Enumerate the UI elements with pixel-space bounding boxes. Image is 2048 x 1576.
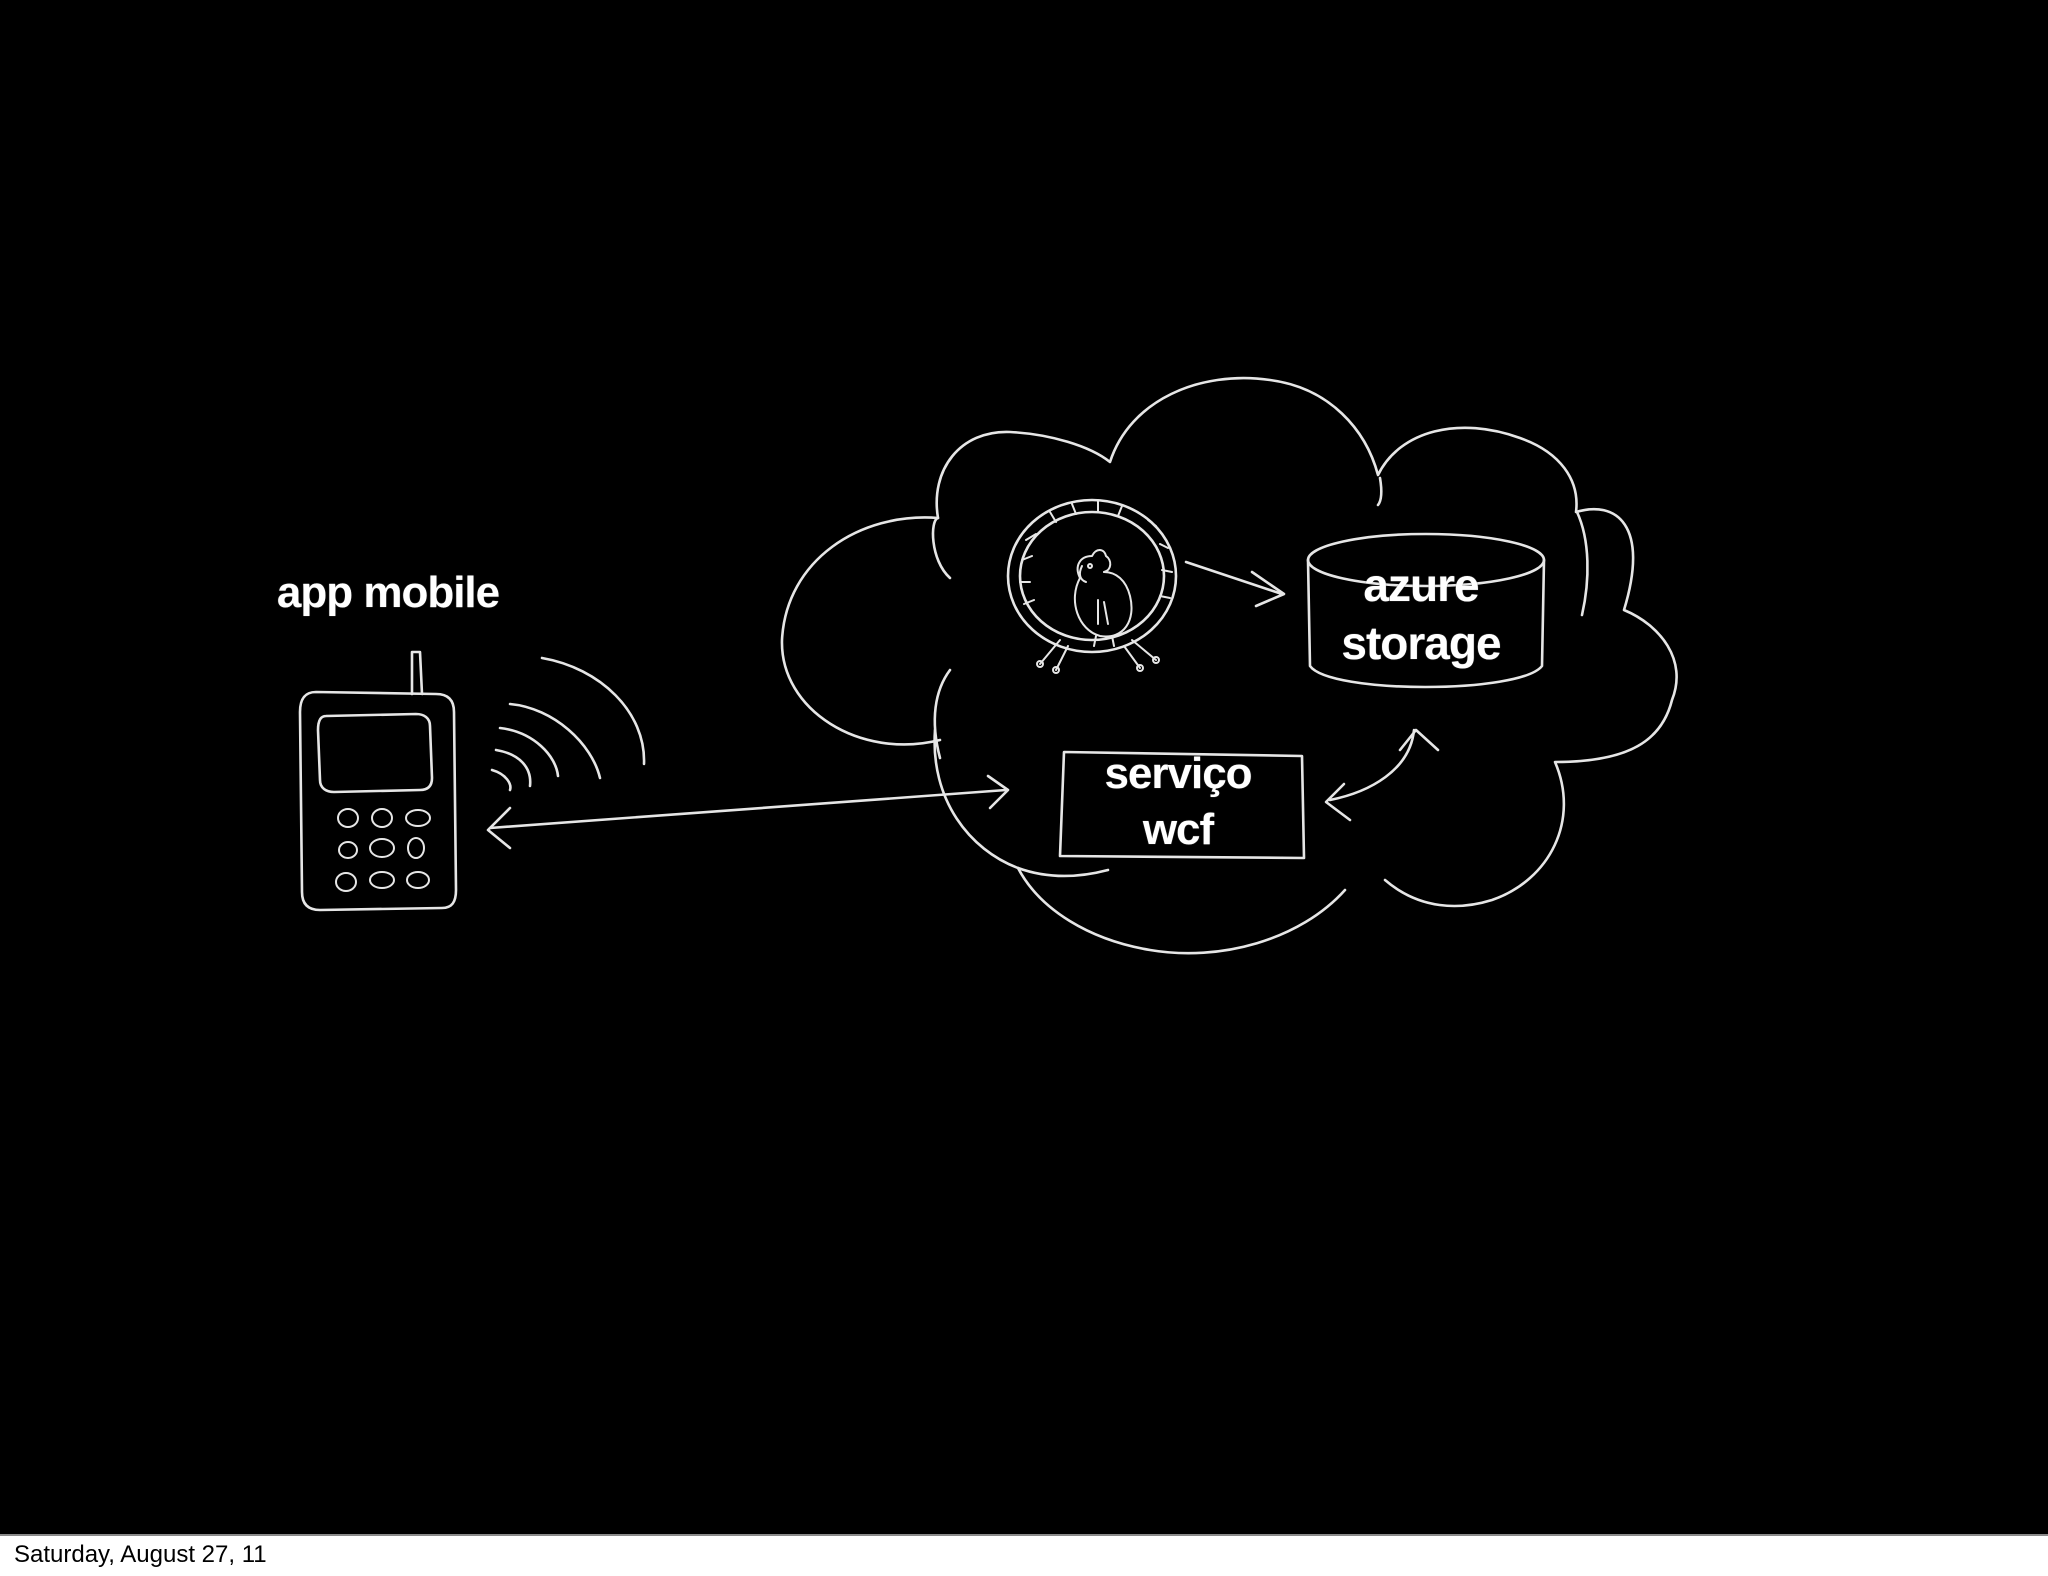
wcf-service-label: serviço wcf <box>1062 746 1294 858</box>
wcf-label-line1: serviço <box>1104 749 1252 798</box>
azure-label-line1: azure <box>1363 559 1479 611</box>
slide: app mobile azure storage serviço wcf <box>0 0 2048 1536</box>
footer-date: Saturday, August 27, 11 <box>14 1541 267 1568</box>
arrow-worker-to-storage <box>1184 560 1286 608</box>
architecture-diagram <box>298 376 1678 955</box>
azure-storage-label: azure storage <box>1306 556 1536 672</box>
azure-label-line2: storage <box>1341 617 1501 669</box>
database-cylinder-icon <box>1306 532 1546 689</box>
mobile-phone-icon <box>298 650 458 912</box>
wcf-label-line2: wcf <box>1142 805 1214 854</box>
arrow-phone-service <box>486 774 1010 850</box>
wireless-signal-icon <box>490 656 646 792</box>
app-mobile-label: app mobile <box>276 568 500 617</box>
arrow-storage-service <box>1324 728 1440 822</box>
hamster-wheel-icon <box>1006 498 1178 674</box>
cloud-icon <box>780 376 1678 955</box>
service-box <box>1058 750 1306 860</box>
